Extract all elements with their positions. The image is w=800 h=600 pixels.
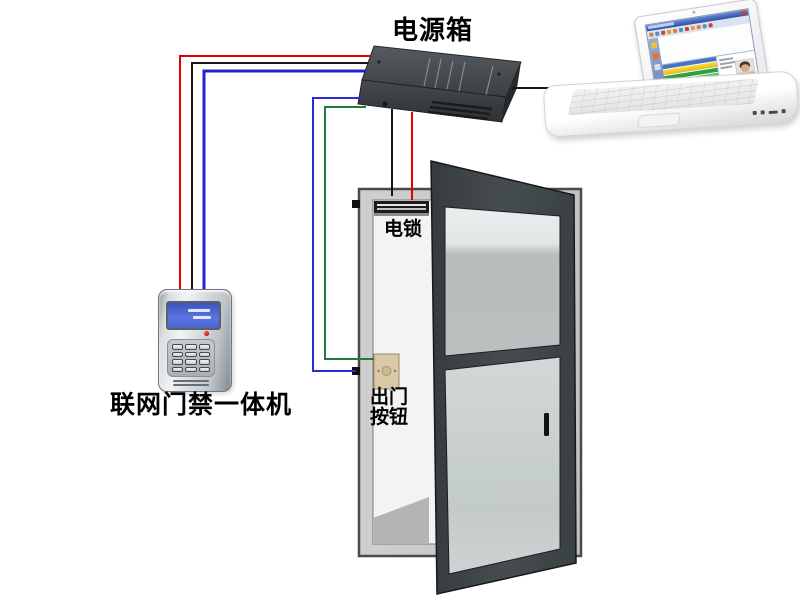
power-box [357,45,522,123]
key [185,344,197,350]
lcd-text-line [193,316,211,319]
key [185,359,197,365]
keyboard [567,78,760,116]
keypad-keys [167,339,215,377]
webcam-dot [692,10,696,14]
key [172,359,184,365]
rivet [377,60,381,64]
laptop-base [542,70,800,138]
door-assembly [352,160,583,595]
key [198,351,210,357]
wire-blue-controller-power [202,69,366,291]
close-icon [740,10,747,16]
electric-lock-label: 电锁 [384,219,423,240]
vent-slots [427,100,493,121]
key [198,359,210,365]
wire-green-power-exitbutton [324,106,374,360]
exit-button [373,353,400,390]
door-panel [430,160,577,595]
lcd-display [166,301,221,330]
door-glass-lower [444,356,561,575]
power-box-label: 电源箱 [392,16,474,45]
power-box-print [423,57,494,96]
key [172,351,184,357]
status-led [204,331,209,336]
rivet [497,72,501,76]
key [198,344,210,350]
speaker-grille [173,384,209,386]
lcd-text-line [188,309,210,312]
key [172,366,184,372]
management-computer [538,0,800,140]
lock-wire-terminal [352,200,360,208]
front-hole [382,101,388,107]
door-handle [544,413,549,436]
wire-black-controller-power [191,62,368,291]
floor-shadow [373,497,429,544]
exit-button-label: 出门按钮 [370,387,409,428]
key [185,351,197,357]
side-ports [752,109,786,116]
wiring [179,55,567,372]
key [198,366,210,372]
access-controller-device [158,289,232,392]
trackpad [636,112,682,129]
speaker-grille [173,380,209,382]
door-glass-upper [444,206,561,357]
power-box-side [502,62,521,122]
access-controller-label: 联网门禁一体机 [110,392,293,419]
electric-lock [374,201,429,216]
key [185,366,197,372]
wire-red-controller-power [179,55,370,291]
wire-blue-power-exitbutton [312,97,362,372]
key [172,344,184,350]
